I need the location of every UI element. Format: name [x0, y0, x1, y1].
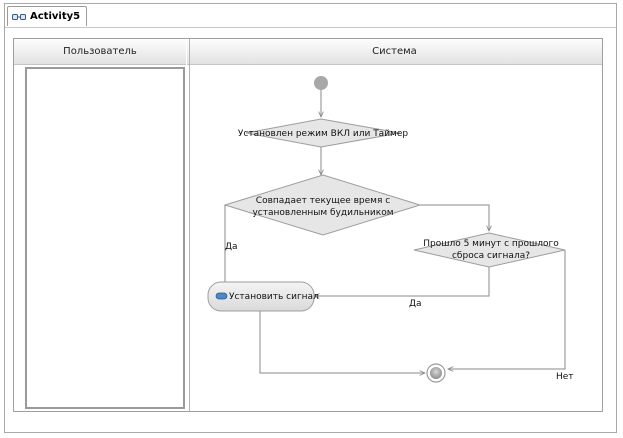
decision-node-five-minutes[interactable]: Прошло 5 минут с прошлого сброса сигнала…: [413, 232, 566, 268]
lane-user-area[interactable]: [25, 67, 185, 409]
edge-label-yes-bottom: Да: [409, 299, 422, 309]
tab-title: Activity5: [30, 11, 81, 22]
decision-label-five-min-line1: Прошло 5 минут с прошлого: [423, 239, 559, 249]
edge-label-yes-left: Да: [225, 242, 238, 252]
flow-edges: [225, 89, 566, 373]
decision-label-five-min-line2: сброса сигнала?: [452, 251, 530, 261]
action-node-set-alarm[interactable]: Установить сигнал: [207, 281, 319, 312]
action-label-set-alarm: Установить сигнал: [229, 292, 319, 302]
flow-diagram: Установлен режим ВКЛ или Таймер Совпадае…: [207, 76, 574, 383]
edge-decision3-yes: [314, 267, 490, 296]
tab-activity5[interactable]: Activity5: [7, 6, 88, 26]
editor-tab-bar: Activity5: [5, 4, 616, 28]
edge-label-no: Нет: [556, 372, 574, 382]
lane-title-system: Система: [372, 46, 417, 57]
decision-label-time-line2: установленным будильником: [252, 208, 393, 218]
call-action-icon: [215, 292, 228, 300]
activity-diagram-icon: [12, 12, 26, 22]
activity-diagram-canvas[interactable]: Пользователь Система: [13, 38, 603, 412]
lane-divider: [189, 39, 190, 411]
lane-header-user[interactable]: Пользователь: [14, 39, 186, 65]
edge-decision3-no: [448, 250, 566, 369]
decision-node-mode[interactable]: Установлен режим ВКЛ или Таймер: [238, 118, 408, 148]
lane-header-system[interactable]: Система: [187, 39, 602, 65]
decision-label-mode: Установлен режим ВКЛ или Таймер: [238, 129, 408, 139]
decision-node-time-match[interactable]: Совпадает текущее время с установленным …: [223, 174, 422, 236]
edge-action-to-end: [259, 311, 425, 373]
decision-label-time-line1: Совпадает текущее время с: [256, 196, 390, 206]
final-node[interactable]: [426, 363, 446, 383]
lane-title-user: Пользователь: [63, 46, 137, 57]
edge-decision2-to-decision3: [420, 204, 489, 231]
initial-node[interactable]: [314, 76, 328, 90]
